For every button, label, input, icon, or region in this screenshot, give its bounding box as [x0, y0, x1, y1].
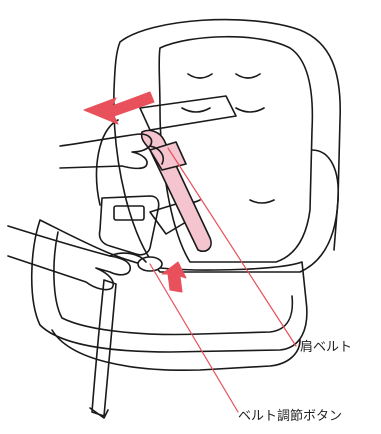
- seat-inner-pad: [159, 37, 312, 262]
- headrest-stitch-4: [236, 108, 264, 112]
- shoulder-belt-label: 肩ベルト: [300, 341, 352, 354]
- buckle-housing: [99, 196, 158, 255]
- harness-loop: [140, 96, 236, 130]
- back-stitch-2: [250, 200, 274, 203]
- lower-hand: [8, 226, 130, 290]
- shoulder-belt-leader-line: [168, 148, 296, 346]
- adjust-button-leader-line: [150, 264, 238, 412]
- headrest-stitch-1: [188, 74, 212, 78]
- arrow-up-icon: [162, 262, 186, 292]
- belt-adjust-button-label: ベルト調節ボタン: [238, 410, 342, 423]
- seat-side-wing-right: [312, 150, 338, 250]
- headrest-stitch-2: [236, 74, 260, 78]
- headrest-stitch-3: [182, 108, 210, 112]
- upper-hand: [60, 134, 152, 168]
